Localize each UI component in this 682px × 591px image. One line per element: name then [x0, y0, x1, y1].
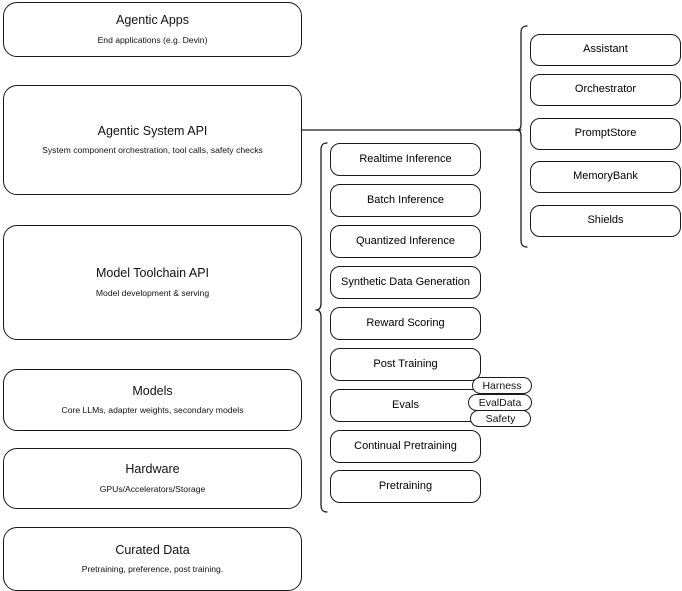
- evals-pill-safety[interactable]: Safety: [470, 410, 531, 427]
- layer-model-toolchain-api[interactable]: Model Toolchain API Model development & …: [3, 225, 302, 340]
- toolchain-item-batch-inference[interactable]: Batch Inference: [330, 184, 481, 217]
- layer-models[interactable]: Models Core LLMs, adapter weights, secon…: [3, 369, 302, 431]
- system-component-shields[interactable]: Shields: [530, 205, 681, 237]
- toolchain-item-evals[interactable]: Evals: [330, 389, 481, 422]
- system-component-promptstore[interactable]: PromptStore: [530, 118, 681, 150]
- toolchain-item-realtime-inference[interactable]: Realtime Inference: [330, 143, 481, 176]
- layer-hardware[interactable]: Hardware GPUs/Accelerators/Storage: [3, 448, 302, 509]
- toolchain-item-label: Batch Inference: [366, 193, 445, 206]
- toolchain-item-pretraining[interactable]: Pretraining: [330, 470, 481, 503]
- layer-subtitle: System component orchestration, tool cal…: [42, 145, 263, 156]
- layer-subtitle: Model development & serving: [95, 287, 210, 298]
- layer-title: Agentic Apps: [116, 13, 189, 28]
- layer-agentic-apps[interactable]: Agentic Apps End applications (e.g. Devi…: [3, 2, 302, 57]
- layer-curated-data[interactable]: Curated Data Pretraining, preference, po…: [3, 527, 302, 591]
- toolchain-item-label: Continual Pretraining: [354, 439, 457, 452]
- system-component-label: MemoryBank: [573, 170, 638, 183]
- toolchain-item-label: Quantized Inference: [355, 234, 456, 247]
- toolchain-item-post-training[interactable]: Post Training: [330, 348, 481, 381]
- layer-subtitle: End applications (e.g. Devin): [97, 34, 208, 45]
- evals-pill-harness[interactable]: Harness: [472, 377, 532, 394]
- toolchain-item-reward-scoring[interactable]: Reward Scoring: [330, 307, 481, 340]
- system-component-label: Assistant: [583, 43, 628, 56]
- system-component-label: Shields: [587, 214, 624, 227]
- toolchain-item-label: Synthetic Data Generation: [340, 275, 471, 288]
- toolchain-item-label: Post Training: [373, 357, 438, 370]
- toolchain-item-quantized-inference[interactable]: Quantized Inference: [330, 225, 481, 258]
- layer-title: Model Toolchain API: [95, 266, 210, 281]
- layer-title: Curated Data: [115, 542, 190, 557]
- evals-pill-label: Harness: [482, 379, 522, 392]
- layer-subtitle: GPUs/Accelerators/Storage: [99, 483, 206, 494]
- toolchain-item-label: Pretraining: [378, 479, 433, 492]
- layer-agentic-system-api[interactable]: Agentic System API System component orch…: [3, 85, 302, 195]
- system-component-memorybank[interactable]: MemoryBank: [530, 161, 681, 193]
- system-component-orchestrator[interactable]: Orchestrator: [530, 74, 681, 106]
- toolchain-item-label: Realtime Inference: [359, 152, 452, 165]
- evals-pill-label: EvalData: [478, 396, 522, 409]
- layer-subtitle: Pretraining, preference, post training.: [81, 564, 224, 575]
- system-component-label: Orchestrator: [574, 83, 637, 96]
- system-component-assistant[interactable]: Assistant: [530, 34, 681, 66]
- layer-title: Agentic System API: [97, 123, 208, 138]
- toolchain-item-continual-pretraining[interactable]: Continual Pretraining: [330, 430, 481, 463]
- toolchain-item-synthetic-data-generation[interactable]: Synthetic Data Generation: [330, 266, 481, 299]
- layer-subtitle: Core LLMs, adapter weights, secondary mo…: [61, 405, 244, 416]
- evals-pill-label: Safety: [485, 412, 516, 425]
- system-component-label: PromptStore: [574, 127, 637, 140]
- toolchain-item-label: Reward Scoring: [366, 316, 445, 329]
- right-brace: [515, 25, 528, 248]
- middle-brace: [315, 142, 328, 513]
- layer-title: Hardware: [125, 462, 180, 477]
- evals-pill-evaldata[interactable]: EvalData: [468, 394, 532, 411]
- toolchain-item-label: Evals: [392, 398, 419, 411]
- layer-title: Models: [132, 383, 173, 398]
